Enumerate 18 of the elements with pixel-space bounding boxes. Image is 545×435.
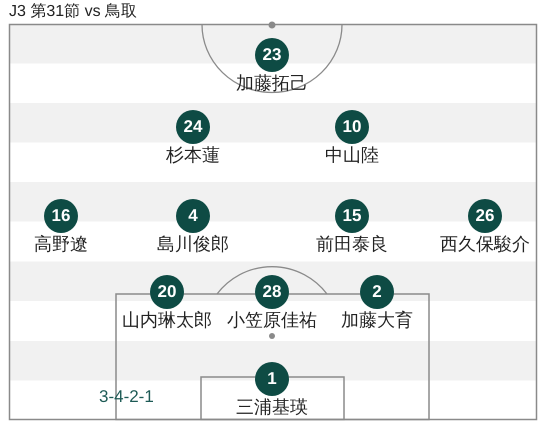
player-name: 杉本蓮: [166, 145, 220, 167]
player-number-marker: 4: [176, 199, 210, 233]
player-name: 高野遼: [34, 234, 88, 256]
player-name: 加藤拓己: [236, 73, 308, 95]
match-title: J3 第31節 vs 鳥取: [9, 2, 138, 22]
player-number-marker: 26: [468, 199, 502, 233]
formation-label: 3-4-2-1: [99, 386, 154, 408]
player-name: 中山陸: [325, 145, 379, 167]
player-name: 山内琳太郎: [122, 310, 212, 332]
player-name: 三浦基瑛: [236, 397, 308, 419]
player-name: 小笠原佳祐: [227, 310, 317, 332]
player-number-marker: 1: [255, 362, 289, 396]
player-name: 島川俊郎: [157, 234, 229, 256]
player-number-marker: 16: [44, 199, 78, 233]
player-name: 西久保駿介: [440, 234, 530, 256]
player-name: 前田泰良: [316, 234, 388, 256]
player-number-marker: 15: [335, 199, 369, 233]
player-name: 加藤大育: [341, 310, 413, 332]
